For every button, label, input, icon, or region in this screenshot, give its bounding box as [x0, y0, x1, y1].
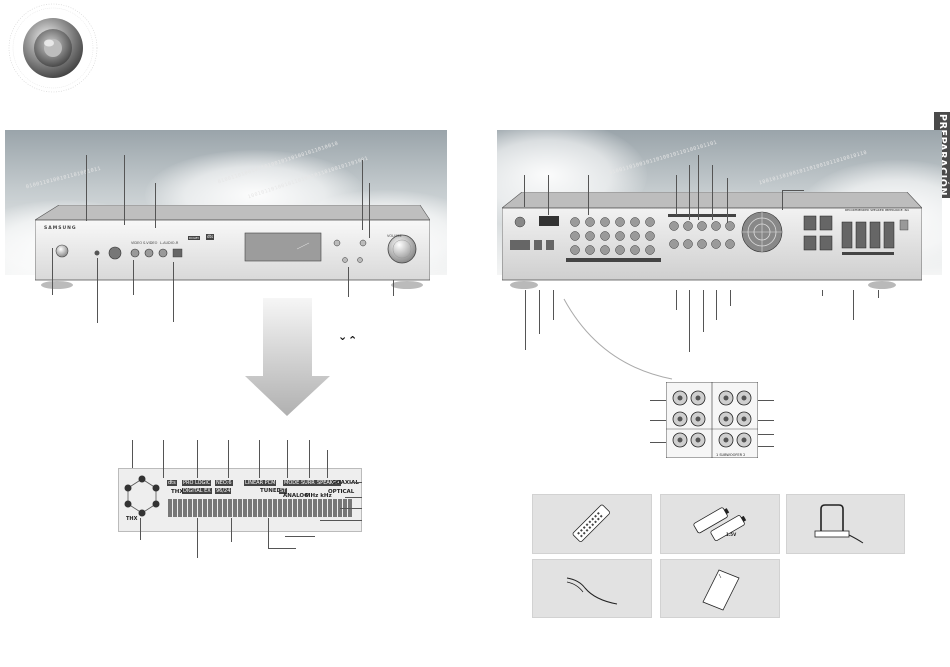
accessory-user-manual: [660, 559, 780, 618]
down-chevron-icon: ⌄: [338, 330, 348, 343]
antenna-icon: [814, 504, 864, 544]
seg-surr: SURR: [300, 480, 316, 486]
dolby-badge: DOLBY: [188, 236, 201, 240]
freq-units: MHz kHz: [305, 493, 332, 499]
accessory-am-antenna: [786, 494, 905, 554]
receiver-front: [33, 204, 431, 290]
subwoofer-label: 1 SUBWOOFER 2: [716, 453, 746, 457]
input-label-audio: L-AUDIO-R: [160, 241, 179, 245]
dts-badge: dts: [206, 234, 215, 240]
analog-label: ANALOG: [283, 493, 309, 499]
dts-display: dts: [167, 480, 177, 486]
coaxial-label: COAXIAL: [332, 480, 359, 486]
manual-icon: [702, 569, 740, 611]
up-chevron-icon: ⌃: [348, 334, 358, 347]
battery-icon: [693, 507, 747, 541]
seg-mode: MODE: [283, 480, 301, 486]
dot-matrix: [168, 499, 353, 517]
seg-linear-pcm: LINEAR PCM: [244, 480, 277, 486]
receiver-rear: [501, 191, 923, 292]
accessory-fm-antenna: [532, 559, 652, 618]
channel-indicator: [122, 474, 162, 520]
accessory-batteries: [660, 494, 780, 554]
thx-badge: THX: [126, 516, 138, 522]
zoom-curve: [560, 295, 680, 385]
accessory-remote-control: [532, 494, 652, 554]
speaker-logo: [0, 0, 105, 100]
speaker-impedance-label: RECOMMENDED SPEAKER IMPEDANCE: 6Ω: [845, 208, 909, 212]
seg-pro-logic: PRO LOGIC: [182, 480, 212, 486]
connector-inset: [665, 381, 759, 459]
seg-digital-ex: DIGITAL EX: [182, 488, 212, 494]
battery-voltage-label: 1.5V: [726, 532, 737, 537]
seg-speaker: SPEAKER: [316, 480, 341, 486]
input-label-video: VIDEO: [131, 241, 143, 245]
stereo-indicator: ST: [279, 488, 288, 494]
volume-label: VOLUME: [387, 234, 402, 238]
thx-label: THX: [171, 489, 184, 495]
brand-logo: SAMSUNG: [44, 226, 77, 231]
optical-label: OPTICAL: [328, 489, 355, 495]
remote-control-icon: [572, 504, 610, 542]
tuned-label: TUNED: [260, 488, 282, 494]
seg-neo6: NEO:6: [215, 480, 233, 486]
seg-96-24: 96/24: [215, 488, 232, 494]
input-label-svideo: S-VIDEO: [143, 241, 158, 245]
wire-icon: [566, 577, 618, 605]
down-arrow-icon: [245, 298, 330, 416]
